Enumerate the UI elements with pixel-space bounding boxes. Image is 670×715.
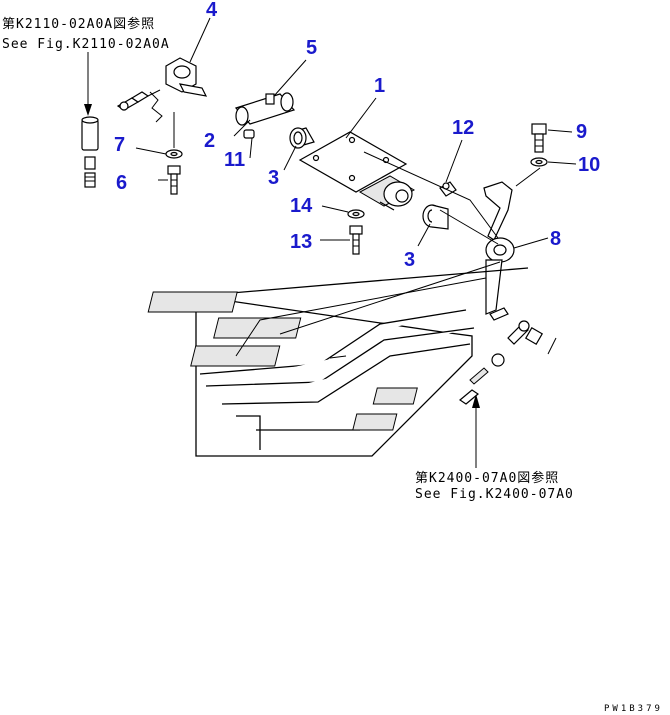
pipe-assembly-left — [81, 89, 161, 188]
callout-4: 4 — [206, 0, 218, 21]
ref-top-ja: 第K2110-02A0A図参照 — [2, 16, 155, 32]
washer-7 — [165, 149, 183, 159]
ref-bottom-arrow — [472, 394, 480, 468]
callout-6: 6 — [116, 172, 127, 194]
lever-arm — [483, 181, 515, 321]
bushing-left — [289, 127, 315, 149]
ref-bottom-en: See Fig.K2400-07A0 — [415, 487, 574, 502]
callout-7: 7 — [114, 134, 125, 156]
washer-14 — [347, 209, 365, 219]
ref-top-arrow — [84, 52, 92, 116]
shaft — [234, 92, 296, 126]
base-plate — [298, 131, 416, 211]
callout-14: 14 — [290, 195, 313, 217]
callout-8: 8 — [550, 228, 561, 250]
rod-end-parts — [458, 320, 557, 405]
callout-12: 12 — [452, 117, 474, 139]
bolt-13 — [349, 225, 363, 255]
callout-1: 1 — [374, 75, 385, 97]
key-pin — [243, 129, 255, 139]
bracket-clamp — [149, 57, 208, 123]
callout-10: 10 — [578, 154, 600, 176]
washer-10 — [530, 157, 548, 167]
callout-3-right: 3 — [404, 249, 415, 271]
callout-3-left: 3 — [268, 167, 279, 189]
callout-2: 2 — [204, 130, 215, 152]
ref-top-en: See Fig.K2110-02A0A — [2, 37, 170, 52]
callout-13: 13 — [290, 231, 312, 253]
leader-lines — [135, 17, 577, 357]
bolt-6 — [167, 165, 181, 195]
grease-fitting — [439, 181, 457, 197]
bushing-right — [422, 204, 449, 230]
bolt-9 — [531, 123, 547, 153]
ref-bottom-ja: 第K2400-07A0図参照 — [415, 470, 559, 486]
callout-11: 11 — [224, 149, 245, 171]
callout-9: 9 — [576, 121, 587, 143]
floor-frame — [147, 267, 529, 457]
drawing-code: PW1B379 — [604, 704, 663, 714]
callout-5: 5 — [306, 37, 317, 59]
